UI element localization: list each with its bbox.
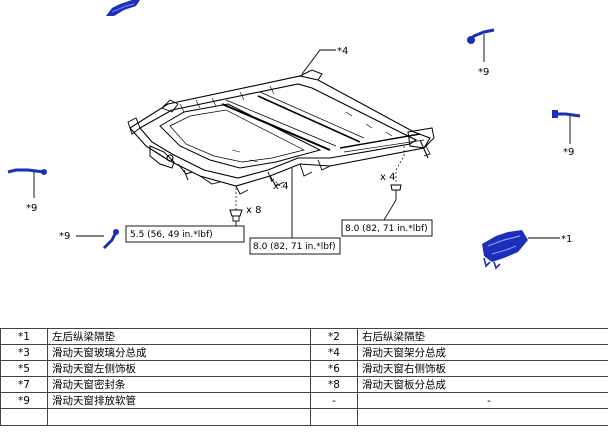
svg-text:5.5 (56, 49 in.*lbf): 5.5 (56, 49 in.*lbf) [130,230,213,240]
callout-9-lower-left: *9 [59,231,70,242]
legend-code: *5 [0,360,48,377]
drain-hose-top-right: *9 [467,28,495,78]
drain-hose-lower-left: *9 [59,229,119,250]
center-bolt-marker [267,171,283,189]
legend-desc: 右后纵梁隔垫 [357,328,608,345]
legend-code: *6 [310,360,358,377]
legend-empty-cell [357,408,608,426]
top-left-clip-part [106,0,140,16]
legend-code: *3 [0,344,48,361]
legend-code: *1 [0,328,48,345]
qty-x8: x 8 [246,205,261,216]
legend-desc: 滑动天窗玻璃分总成 [47,344,311,361]
legend-desc: 左后纵梁隔垫 [47,328,311,345]
qty-x4-right: x 4 [380,172,395,183]
legend-code: - [310,392,358,409]
legend-code: *7 [0,376,48,393]
legend-desc: - [357,392,608,409]
svg-text:8.0 (82, 71 in.*lbf): 8.0 (82, 71 in.*lbf) [345,224,428,234]
sunroof-frame-assembly [127,69,435,195]
sunroof-diagram: *4 *9 *9 *9 *9 *1 x 8 x 4 x 4 [7,0,581,270]
callout-9-top-right: *9 [478,67,489,78]
legend-row: *9 滑动天窗排放软管 - - [0,392,608,409]
legend-row: *1 左后纵梁隔垫 *2 右后纵梁隔垫 [0,328,608,345]
legend-code: *9 [0,392,48,409]
callout-4-leader [301,49,336,75]
callout-4-label: *4 [337,46,348,57]
legend-code: *4 [310,344,358,361]
legend-code: *8 [310,376,358,393]
legend-row: *5 滑动天窗左侧饰板 *6 滑动天窗右侧饰板 [0,360,608,377]
legend-empty-cell [0,408,48,426]
legend-desc: 滑动天窗架分总成 [357,344,608,361]
drain-hose-right: *9 [552,110,581,158]
legend-code: *2 [310,328,358,345]
legend-row-empty [0,408,608,426]
torque-box-left: 5.5 (56, 49 in.*lbf) [125,225,245,243]
legend-row: *7 滑动天窗密封条 *8 滑动天窗板分总成 [0,376,608,393]
torque-box-middle: 8.0 (82, 71 in.*lbf) [249,237,341,255]
legend-row: *3 滑动天窗玻璃分总成 *4 滑动天窗架分总成 [0,344,608,361]
callout-1-label: *1 [561,234,572,245]
svg-text:8.0 (82, 71 in.*lbf): 8.0 (82, 71 in.*lbf) [253,242,336,252]
legend-desc: 滑动天窗排放软管 [47,392,311,409]
qty-x4-center: x 4 [273,181,288,192]
callout-9-left: *9 [26,203,37,214]
right-bolt [383,146,405,221]
legend-desc: 滑动天窗右侧饰板 [357,360,608,377]
left-bolt [229,188,243,230]
legend-empty-cell [310,408,358,426]
legend-desc: 滑动天窗板分总成 [357,376,608,393]
drain-hose-left: *9 [7,168,47,214]
parts-legend-table: *1 左后纵梁隔垫 *2 右后纵梁隔垫 *3 滑动天窗玻璃分总成 *4 滑动天窗… [0,328,608,426]
legend-desc: 滑动天窗密封条 [47,376,311,393]
rear-rail-spacer-part: *1 [482,230,572,270]
legend-desc: 滑动天窗左侧饰板 [47,360,311,377]
torque-box-right: 8.0 (82, 71 in.*lbf) [341,219,433,237]
legend-empty-cell [47,408,311,426]
callout-9-right: *9 [563,147,574,158]
